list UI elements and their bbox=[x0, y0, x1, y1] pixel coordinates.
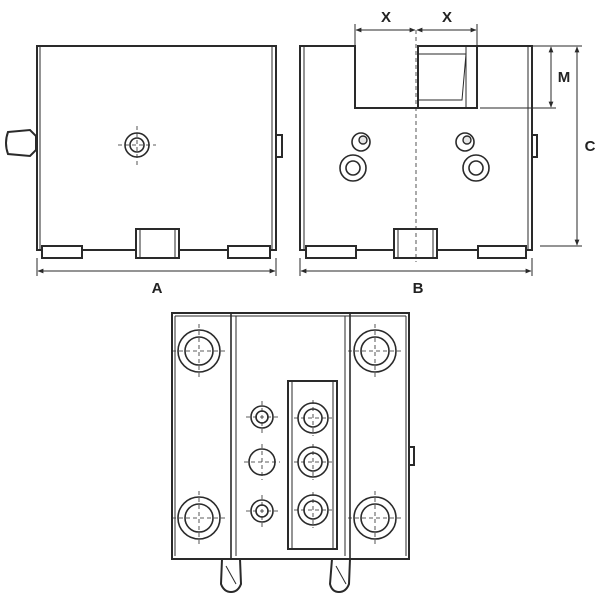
plan-view bbox=[171, 312, 415, 594]
side-body bbox=[36, 45, 277, 251]
plan-hole-top-left bbox=[172, 324, 226, 378]
side-foot-right bbox=[227, 245, 271, 259]
plan-bar-screw-1 bbox=[294, 400, 332, 436]
plan-small-hole-3 bbox=[246, 495, 278, 527]
dimension-m-label: M bbox=[558, 69, 571, 86]
front-foot-right bbox=[477, 245, 527, 259]
side-key bbox=[135, 228, 180, 259]
plan-lever-right bbox=[328, 558, 352, 594]
side-view bbox=[5, 45, 283, 259]
side-foot-left bbox=[41, 245, 83, 259]
plan-bar-screw-2 bbox=[294, 444, 332, 480]
front-screw-left-bottom bbox=[339, 154, 367, 182]
dimension-x: X X bbox=[354, 9, 478, 46]
dimension-b-label: B bbox=[413, 280, 424, 297]
plan-hole-top-right bbox=[348, 324, 402, 378]
dimension-x-right-label: X bbox=[442, 9, 452, 26]
side-lever bbox=[5, 128, 37, 158]
front-screw-right-bottom bbox=[462, 154, 490, 182]
front-key bbox=[393, 228, 438, 259]
plan-hole-bottom-right bbox=[348, 491, 402, 545]
dimension-c-label: C bbox=[585, 138, 596, 155]
dimension-x-left-label: X bbox=[381, 9, 391, 26]
dimension-c: C bbox=[540, 46, 596, 247]
plan-bar-screw-3 bbox=[294, 492, 332, 528]
dimension-m: M bbox=[480, 45, 582, 109]
dimension-a: A bbox=[36, 258, 277, 297]
plan-hole-bottom-left bbox=[172, 491, 226, 545]
plan-small-hole-2 bbox=[244, 444, 280, 480]
front-view bbox=[299, 30, 538, 262]
plan-small-hole-1 bbox=[246, 401, 278, 433]
front-wedge bbox=[417, 45, 478, 109]
dimension-b: B bbox=[299, 258, 533, 297]
front-foot-left bbox=[305, 245, 357, 259]
dimension-a-label: A bbox=[152, 280, 163, 297]
